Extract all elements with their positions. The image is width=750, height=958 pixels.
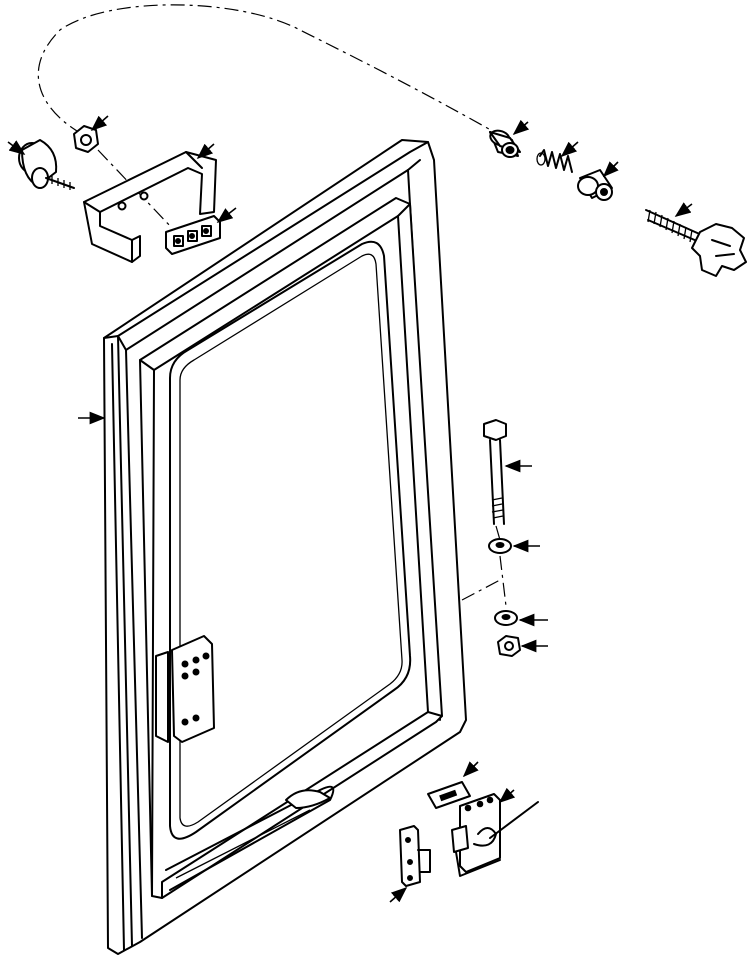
bolt [483, 419, 507, 541]
nut-bottom [497, 635, 521, 657]
striker [399, 825, 431, 887]
shim [427, 781, 471, 809]
nut-top [73, 125, 99, 153]
cable-line [37, 4, 506, 229]
bracket [83, 151, 217, 263]
callout-arrows [7, 115, 693, 903]
rubber-bumper [18, 139, 75, 190]
washer-1 [488, 538, 512, 554]
window-frame [103, 139, 467, 955]
spacer-2 [577, 169, 613, 201]
hinge [155, 635, 215, 743]
latch [451, 793, 539, 877]
clip-plate [165, 215, 221, 255]
spring [536, 149, 573, 173]
spacer-1 [489, 129, 521, 158]
knob-screw [645, 209, 747, 277]
washer-2 [494, 610, 518, 626]
